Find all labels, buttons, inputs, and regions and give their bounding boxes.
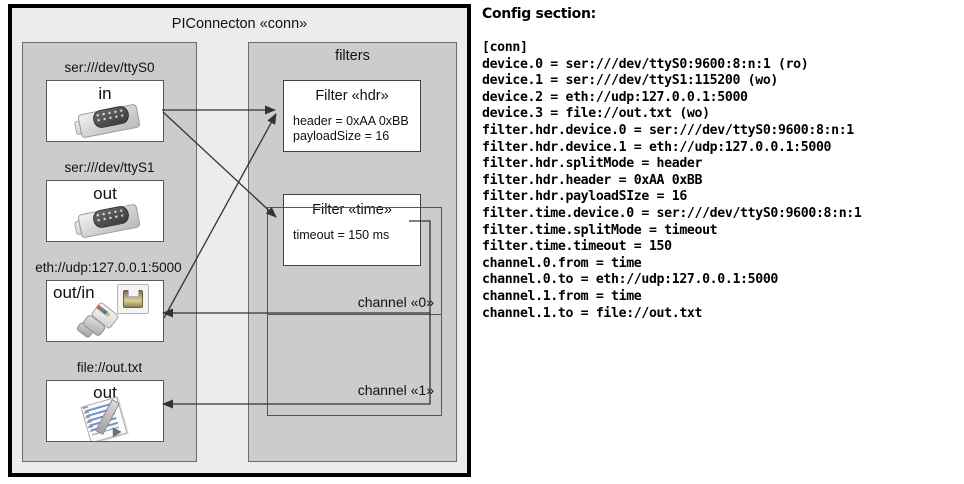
config-line: [conn] [482, 40, 528, 55]
device-box-ttyS1[interactable]: out [46, 180, 164, 242]
ethernet-plug-icon [75, 301, 121, 339]
config-line: device.1 = ser:///dev/ttyS1:115200 (wo) [482, 73, 778, 89]
config-line: channel.1.to = file://out.txt [482, 305, 703, 321]
diagram-title: PIConnecton «conn» [171, 16, 308, 32]
document-icon [80, 396, 135, 441]
serial-port-icon [71, 203, 145, 239]
config-heading: Config section: [482, 6, 596, 22]
config-line: filter.time.splitMode = timeout [482, 222, 718, 238]
config-line: device.3 = file://out.txt (wo) [482, 106, 710, 122]
filter-title-time: Filter «time» [312, 202, 392, 218]
channel-label-0: channel «0» [357, 294, 434, 310]
device-box-file[interactable]: out [46, 380, 164, 442]
config-line: filter.time.device.0 = ser:///dev/ttyS0:… [482, 205, 862, 221]
config-line: filter.hdr.device.1 = eth://udp:127.0.0.… [482, 139, 832, 155]
config-line: filter.hdr.splitMode = header [482, 156, 703, 172]
filter-title-hdr: Filter «hdr» [315, 88, 389, 104]
device-label-eth: eth://udp:127.0.0.1:5000 [35, 260, 182, 275]
config-text-block: [conn]device.0 = ser:///dev/ttyS0:9600:8… [482, 40, 958, 322]
filter-box-hdr[interactable]: Filter «hdr» header = 0xAA 0xBB payloadS… [283, 80, 421, 152]
device-label-file: file://out.txt [76, 360, 143, 375]
device-label-ttyS0: ser:///dev/ttyS0 [64, 60, 155, 75]
config-line: channel.1.from = time [482, 288, 642, 304]
device-io-eth: out/in [53, 283, 95, 302]
config-line: filter.hdr.device.0 = ser:///dev/ttyS0:9… [482, 122, 854, 138]
device-io-file: out [93, 383, 117, 402]
config-line: device.0 = ser:///dev/ttyS0:9600:8:n:1 (… [482, 56, 809, 72]
channel-rect-1 [267, 314, 442, 416]
config-line: channel.0.from = time [482, 255, 642, 271]
filter-body-hdr: header = 0xAA 0xBB payloadSize = 16 [293, 114, 409, 143]
config-line: device.2 = eth://udp:127.0.0.1:5000 [482, 89, 748, 105]
device-box-ttyS0[interactable]: in [46, 80, 164, 142]
filters-group-label: filters [335, 48, 370, 64]
ethernet-jack-icon [117, 284, 149, 314]
config-line: filter.hdr.header = 0xAA 0xBB [482, 172, 703, 188]
device-io-ttyS0: in [98, 84, 112, 103]
piconnector-diagram: PIConnecton «conn» filters ser:///dev/tt… [8, 4, 471, 477]
device-label-ttyS1: ser:///dev/ttyS1 [64, 160, 155, 175]
device-io-ttyS1: out [93, 184, 117, 203]
config-section: Config section: [conn]device.0 = ser:///… [482, 6, 958, 476]
config-line: filter.time.timeout = 150 [482, 239, 672, 255]
channel-label-1: channel «1» [357, 382, 434, 398]
config-line: filter.hdr.payloadSIze = 16 [482, 189, 687, 205]
device-box-eth[interactable]: out/in [46, 280, 164, 342]
serial-port-icon [71, 103, 145, 139]
config-line: channel.0.to = eth://udp:127.0.0.1:5000 [482, 272, 778, 288]
